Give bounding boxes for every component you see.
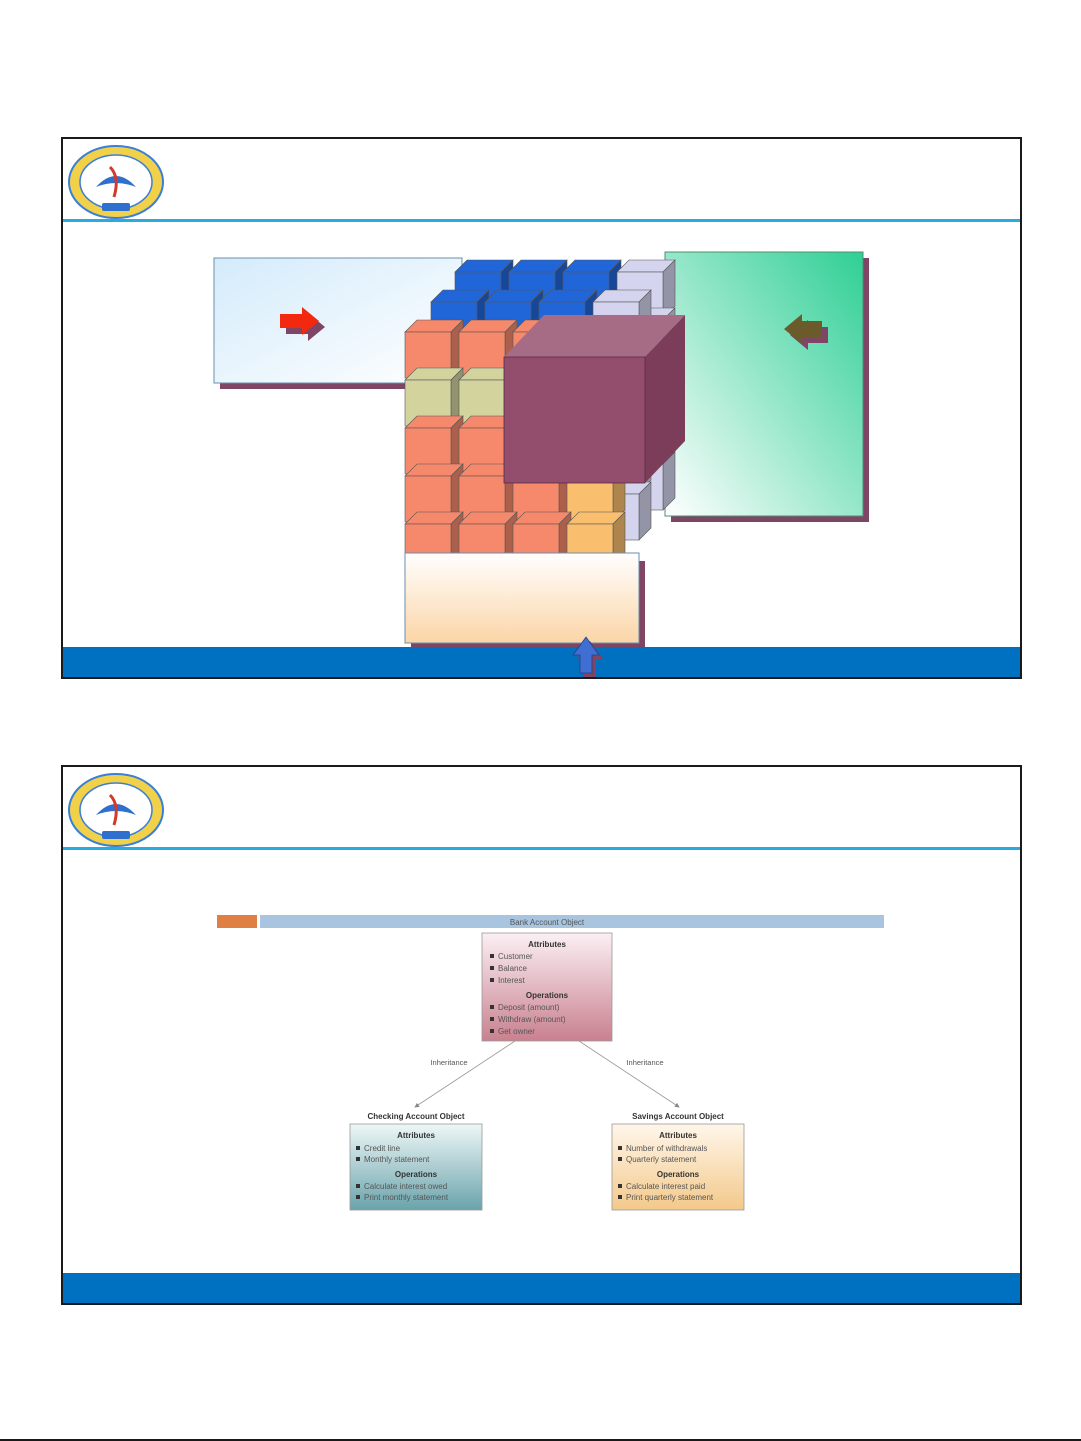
- checking-attributes-heading: Attributes: [397, 1131, 435, 1140]
- parent-attribute-bullet: [490, 954, 494, 958]
- footer-bar: [63, 647, 1020, 677]
- checking-attribute-bullet: [356, 1157, 360, 1161]
- header-rule: [63, 847, 1020, 850]
- parent-operation-bullet: [490, 1005, 494, 1009]
- university-logo: [68, 145, 164, 219]
- checking-attribute-item: Monthly statement: [364, 1155, 430, 1164]
- savings-operations-heading: Operations: [657, 1170, 700, 1179]
- big-cube-top: [504, 315, 685, 357]
- parent-operations-heading: Operations: [526, 991, 569, 1000]
- checking-attribute-bullet: [356, 1146, 360, 1150]
- page-bottom-rule: [0, 1439, 1081, 1441]
- savings-attribute-item: Number of withdrawals: [626, 1144, 707, 1153]
- big-cube-side: [645, 315, 685, 483]
- parent-operation-bullet: [490, 1029, 494, 1033]
- up-arrow-icon: [572, 636, 603, 677]
- savings-attributes-heading: Attributes: [659, 1131, 697, 1140]
- parent-operation-item: Deposit (amount): [498, 1003, 560, 1012]
- savings-attribute-bullet: [618, 1146, 622, 1150]
- slide-1: [61, 137, 1022, 679]
- checking-box: [349, 1123, 483, 1211]
- footer-bar: [63, 1273, 1020, 1303]
- savings-attribute-bullet: [618, 1157, 622, 1161]
- header-rule: [63, 219, 1020, 222]
- banner-bar: [260, 915, 884, 928]
- checking-operation-item: Calculate interest owed: [364, 1182, 447, 1191]
- right-edge-label: Inheritance: [626, 1058, 663, 1067]
- savings-operation-bullet: [618, 1184, 622, 1188]
- checking-operation-bullet: [356, 1195, 360, 1199]
- parent-operation-item: Get owner: [498, 1027, 535, 1036]
- inheritance-edge-left: [414, 1040, 516, 1108]
- inheritance-edge-right: [578, 1040, 680, 1108]
- parent-box: [481, 932, 613, 1042]
- bottom-panel: [404, 552, 640, 644]
- checking-operation-item: Print monthly statement: [364, 1193, 449, 1202]
- parent-attribute-item: Interest: [498, 976, 525, 985]
- checking-operation-bullet: [356, 1184, 360, 1188]
- inheritance-diagram: Bank Account Object Attributes CustomerB…: [217, 915, 884, 1211]
- savings-attribute-item: Quarterly statement: [626, 1155, 697, 1164]
- savings-box: [611, 1123, 745, 1211]
- parent-operation-item: Withdraw (amount): [498, 1015, 566, 1024]
- university-logo: [68, 773, 164, 847]
- checking-operations-heading: Operations: [395, 1170, 438, 1179]
- parent-operation-bullet: [490, 1017, 494, 1021]
- big-cube-front: [503, 356, 646, 484]
- parent-attributes-heading: Attributes: [528, 940, 566, 949]
- left-edge-label: Inheritance: [430, 1058, 467, 1067]
- savings-operation-item: Calculate interest paid: [626, 1182, 705, 1191]
- parent-attribute-item: Balance: [498, 964, 527, 973]
- cube-diagram: [213, 251, 869, 651]
- savings-operation-item: Print quarterly statement: [626, 1193, 714, 1202]
- parent-attribute-bullet: [490, 978, 494, 982]
- savings-title: Savings Account Object: [632, 1112, 724, 1121]
- banner-title: Bank Account Object: [510, 918, 585, 927]
- parent-attribute-item: Customer: [498, 952, 533, 961]
- right-panel: [664, 251, 864, 517]
- savings-operation-bullet: [618, 1195, 622, 1199]
- banner-accent: [217, 915, 257, 928]
- parent-attribute-bullet: [490, 966, 494, 970]
- checking-title: Checking Account Object: [367, 1112, 464, 1121]
- checking-attribute-item: Credit line: [364, 1144, 401, 1153]
